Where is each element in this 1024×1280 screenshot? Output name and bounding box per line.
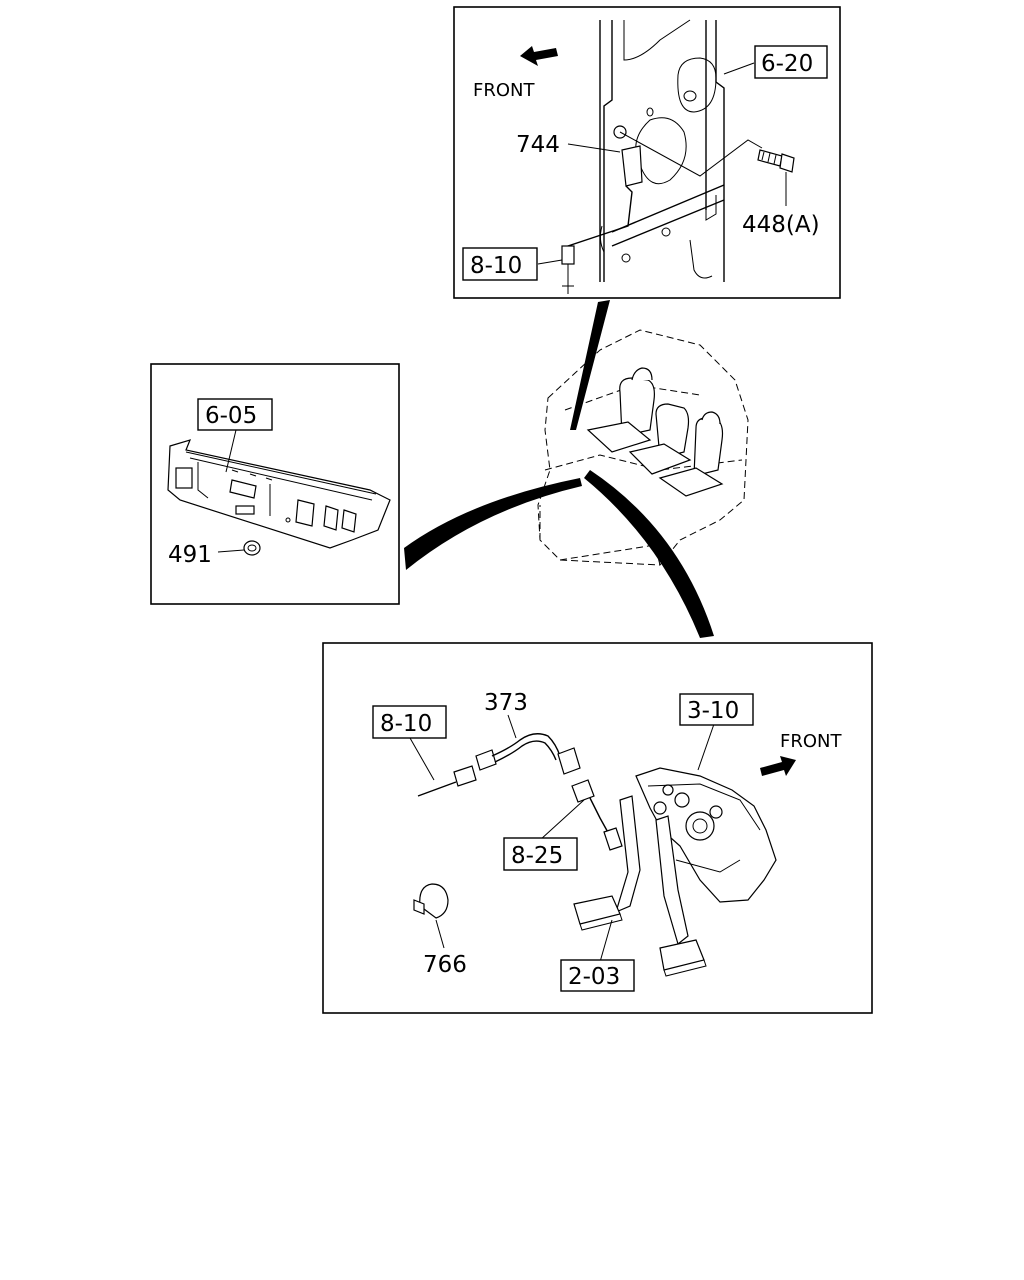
leader-744-b: [619, 131, 763, 177]
leader-to-left-inset: [404, 478, 582, 570]
door-pillar-panel: [599, 19, 725, 282]
part-491-label: 491: [168, 542, 212, 568]
leader-8-10-top: [537, 259, 563, 265]
ref-8-10-top-box: [462, 247, 538, 281]
part-448a-label: 448(A): [742, 212, 820, 238]
front-label-bottom: FRONT: [780, 731, 842, 752]
ref-6-05-box: [197, 398, 273, 431]
inset-bottom: FRONT 8-10 373 3-10 8-25 766 2-03: [322, 642, 873, 1014]
leader-3-10: [697, 723, 715, 771]
ref-8-10-bottom-label: 8-10: [380, 711, 432, 737]
ref-3-10-box: [679, 693, 754, 726]
inset-bottom-frame: [322, 642, 873, 1014]
clutch-pedal: [573, 795, 641, 931]
leader-to-bottom-inset: [584, 470, 714, 638]
part-744-switch: [561, 125, 643, 294]
part-373-harness: [417, 733, 623, 851]
part-373-label: 373: [484, 690, 528, 716]
front-arrow-icon: [520, 46, 558, 66]
front-label-top: FRONT: [473, 80, 535, 101]
ref-3-10-label: 3-10: [687, 698, 739, 724]
leader-8-25: [539, 799, 585, 841]
leader-6-05: [225, 429, 237, 473]
part-491-grommet: [243, 540, 261, 556]
ref-8-25-label: 8-25: [511, 843, 563, 869]
seat-right: [658, 411, 724, 497]
leader-6-20: [723, 62, 755, 75]
leader-2-03: [599, 919, 613, 963]
ref-6-20-box: [754, 45, 828, 79]
part-766-label: 766: [423, 952, 467, 978]
seat-left: [586, 367, 655, 453]
leader-8-10-bottom: [409, 737, 435, 781]
part-766-clip: [413, 883, 449, 919]
ref-2-03-box: [560, 959, 635, 992]
dashboard-panel: [167, 439, 391, 549]
pedal-bracket-assembly: [635, 767, 777, 903]
seat-middle: [628, 403, 692, 475]
ref-8-10-bottom-box: [372, 705, 447, 739]
ref-6-05-label: 6-05: [205, 403, 257, 429]
front-arrow-icon: [760, 756, 796, 776]
leader-373: [507, 714, 517, 739]
inset-top: FRONT 6-20 744 448(A) 8-10: [453, 6, 841, 299]
leader-491: [217, 549, 245, 553]
part-744-label: 744: [516, 132, 560, 158]
cab-overview-illustration: [404, 300, 749, 638]
inset-left: 6-05 491: [150, 363, 400, 605]
ref-8-25-box: [503, 837, 578, 871]
leader-744: [567, 143, 621, 153]
ref-6-20-label: 6-20: [761, 51, 813, 77]
leader-to-top-inset: [570, 300, 610, 430]
brake-pedal: [655, 815, 707, 977]
ref-8-10-top-label: 8-10: [470, 253, 522, 279]
ref-2-03-label: 2-03: [568, 964, 620, 990]
leader-766: [435, 919, 445, 949]
part-448a-bolt: [757, 149, 795, 173]
